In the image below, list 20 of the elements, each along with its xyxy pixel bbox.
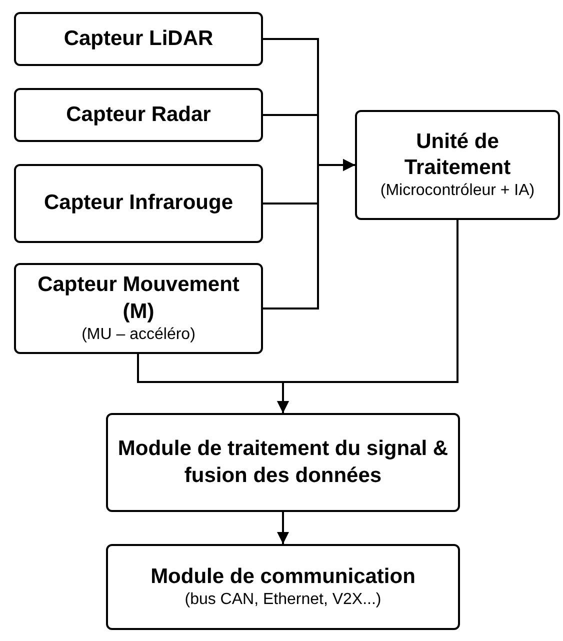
box-subtitle: (bus CAN, Ethernet, V2X...) — [184, 590, 382, 610]
box-title: Capteur Mouvement (M) — [36, 272, 240, 324]
process-box — [14, 88, 263, 142]
process-box — [14, 164, 263, 243]
box-title: Capteur LiDAR — [64, 26, 214, 52]
connector-arrow — [277, 220, 458, 413]
box-title: Capteur Infrarouge — [44, 190, 234, 216]
process-box — [14, 12, 263, 66]
connector-arrow — [277, 512, 289, 544]
process-box — [355, 110, 560, 220]
box-subtitle: (Microcontróleur + IA) — [380, 181, 535, 202]
process-box — [14, 263, 263, 354]
box-title: Module de traitement du signal & fusion des données — [116, 436, 450, 488]
process-box — [106, 413, 460, 512]
box-subtitle: (MU – accéléro) — [82, 324, 196, 345]
process-box — [106, 544, 460, 630]
connector-arrow — [263, 159, 355, 310]
box-title: Capteur Radar — [66, 102, 211, 128]
box-title: Unité de Traitement — [403, 128, 512, 181]
box-title: Module de communication — [150, 564, 416, 590]
